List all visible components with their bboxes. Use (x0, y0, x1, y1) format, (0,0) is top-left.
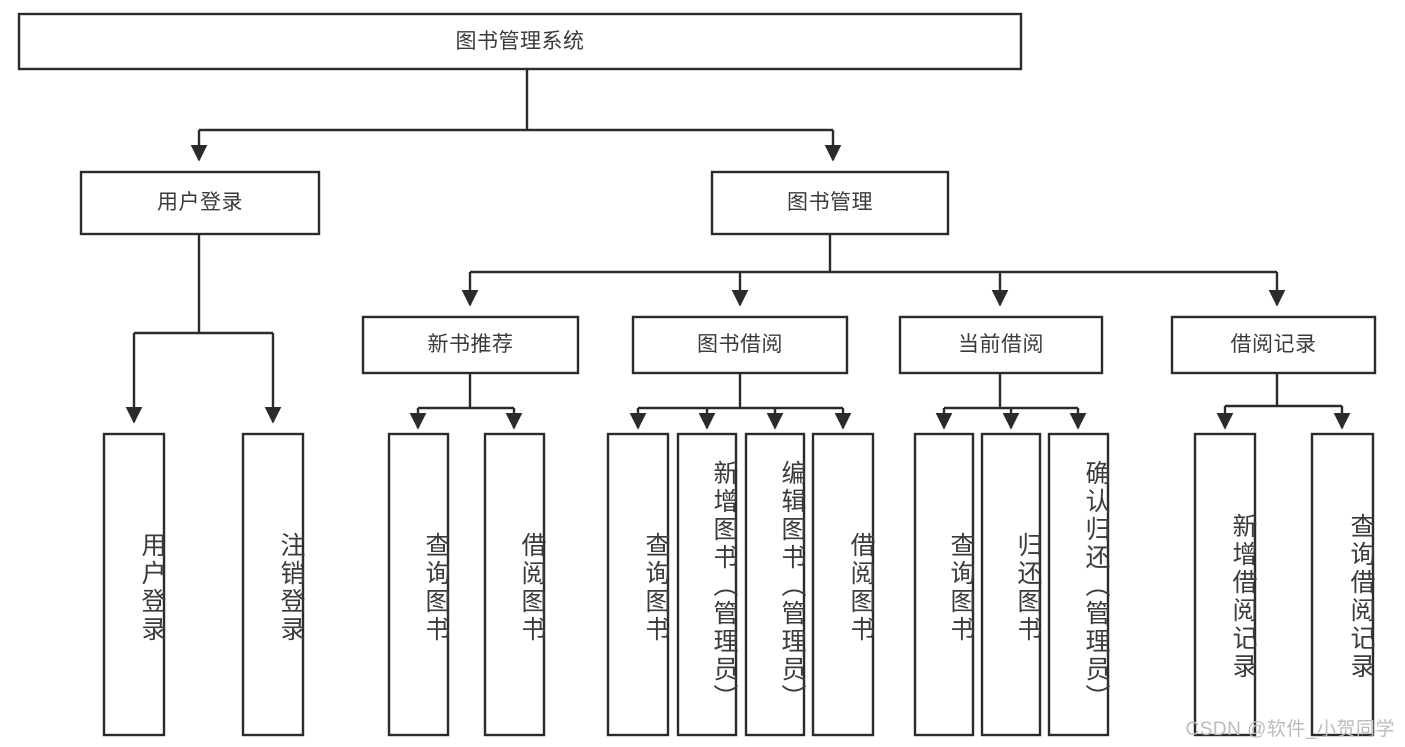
connector-book-borrow-bus (638, 373, 843, 410)
node-leaf-borrow-record-1-box[interactable] (1193, 432, 1257, 737)
node-borrow-record-box[interactable] (1170, 315, 1377, 375)
node-leaf-book-borrow-4-box[interactable] (811, 432, 875, 737)
node-leaf-book-borrow-3-box[interactable] (744, 432, 806, 737)
node-leaf-user-login-1-box[interactable] (102, 432, 166, 737)
node-leaf-current-borrow-2-box[interactable] (980, 432, 1042, 737)
node-current-borrow-box[interactable] (898, 315, 1104, 375)
node-leaf-new-book-2-box[interactable] (483, 432, 546, 737)
node-root-box[interactable] (17, 12, 1023, 71)
node-leaf-new-book-1-box[interactable] (387, 432, 450, 737)
node-leaf-current-borrow-3-box[interactable] (1047, 432, 1110, 737)
node-leaf-user-login-2-box[interactable] (241, 432, 305, 737)
connector-book-manage-bus (470, 234, 1277, 274)
node-user-login-box[interactable] (79, 170, 321, 236)
node-leaf-book-borrow-1-box[interactable] (606, 432, 670, 737)
connector-current-borrow-bus (944, 373, 1078, 410)
connector-user-login-bus (134, 234, 273, 335)
connector-borrow-record-bus (1225, 373, 1342, 408)
node-leaf-book-borrow-2-box[interactable] (676, 432, 738, 737)
connector-root-bus (199, 69, 833, 132)
connector-new-book-bus (418, 373, 514, 410)
node-book-borrow-box[interactable] (631, 315, 849, 375)
node-new-book-recommend-box[interactable] (361, 315, 580, 375)
node-leaf-borrow-record-2-box[interactable] (1310, 432, 1375, 737)
node-book-manage-box[interactable] (710, 170, 950, 236)
node-leaf-current-borrow-1-box[interactable] (913, 432, 975, 737)
csdn-watermark: CSDN @软件_小贺同学 (1185, 719, 1395, 740)
